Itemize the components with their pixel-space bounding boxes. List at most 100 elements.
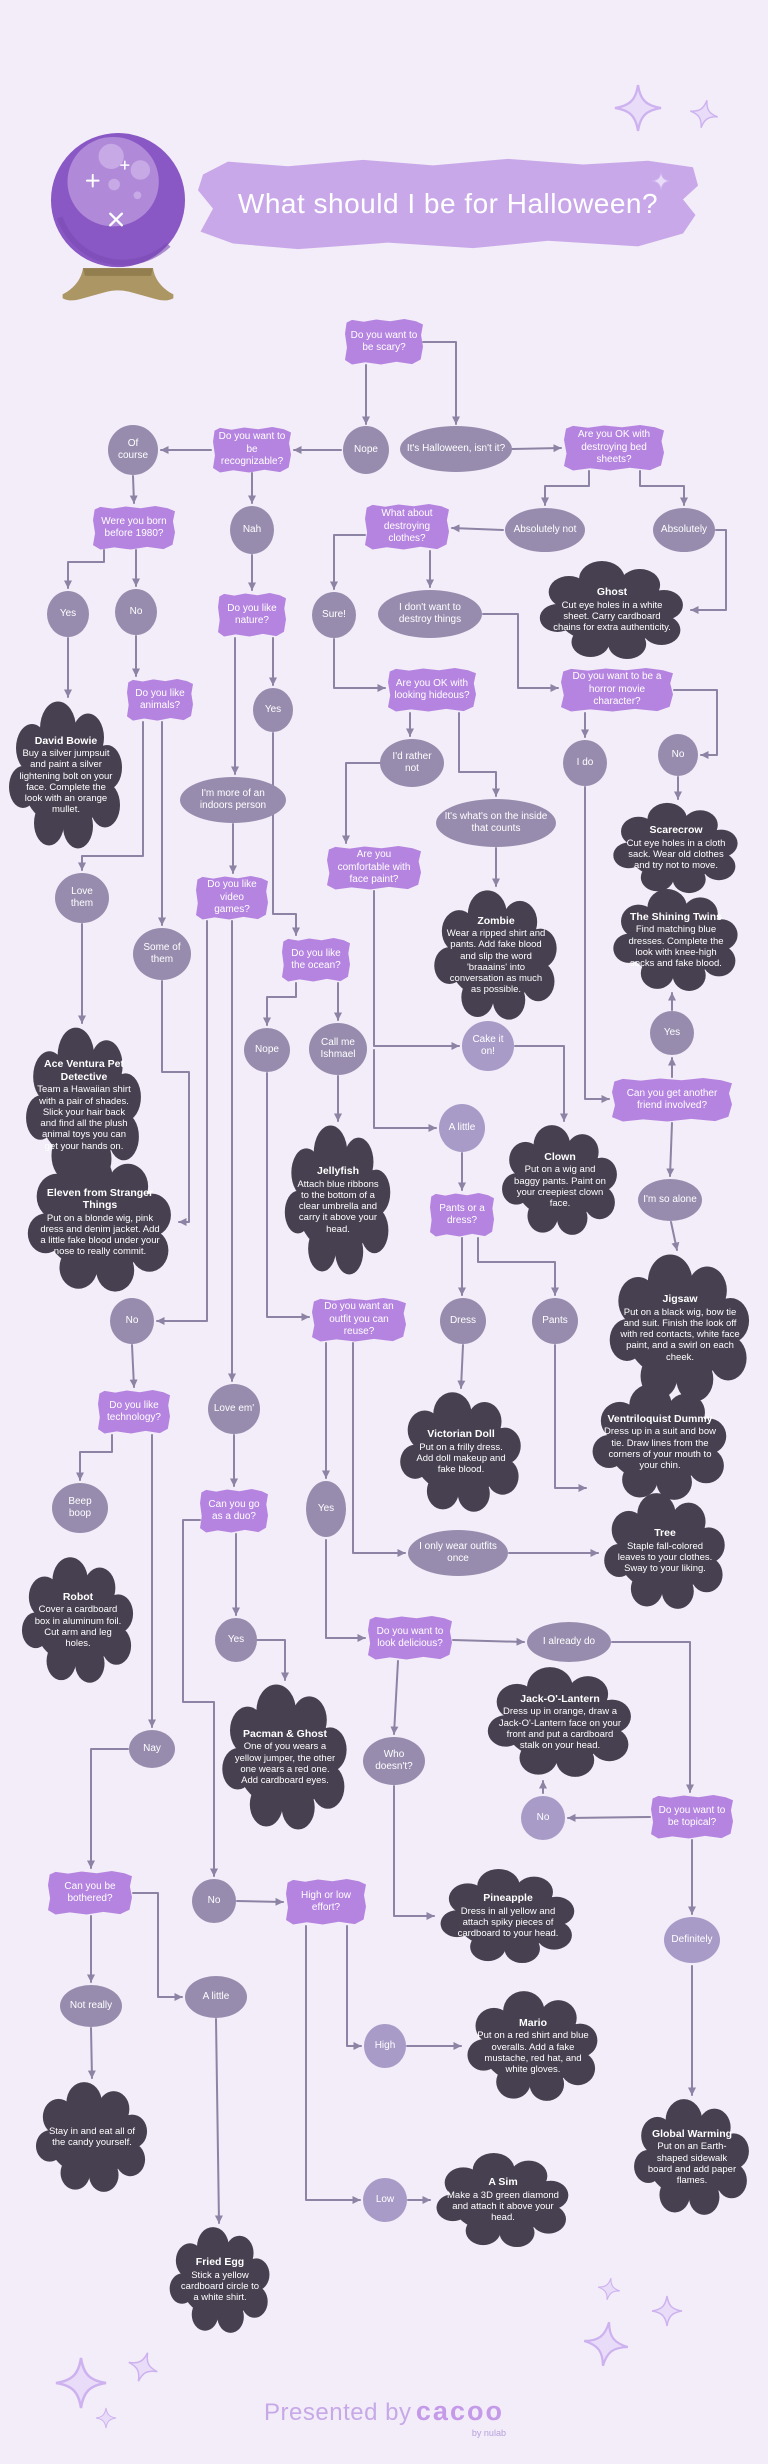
flow-connector bbox=[132, 1892, 183, 2001]
sparkle-icon bbox=[651, 171, 671, 191]
question-born-1980: Were you born before 1980? bbox=[93, 506, 175, 550]
question-hideous: Are you OK with looking hideous? bbox=[388, 668, 476, 712]
flow-connector bbox=[458, 712, 500, 797]
flow-connector bbox=[373, 1049, 437, 1132]
answer-yes-reuse: Yes bbox=[306, 1481, 346, 1537]
question-destroy-clothes: What about destroying clothes? bbox=[365, 504, 449, 550]
answer-of-course: Of course bbox=[108, 425, 158, 475]
question-scary: Do you want to be scary? bbox=[345, 319, 423, 365]
question-animals: Do you like animals? bbox=[127, 679, 193, 721]
flow-connector bbox=[266, 1072, 310, 1321]
question-technology: Do you like technology? bbox=[98, 1390, 170, 1434]
nulab-logo: by nulab bbox=[471, 2428, 506, 2438]
answer-no-topical: No bbox=[521, 1796, 565, 1840]
flow-connector bbox=[584, 786, 610, 1103]
answer-i-do: I do bbox=[563, 740, 607, 786]
answer-a-little-bothered: A little bbox=[185, 1976, 247, 2018]
answer-love-em: Love em' bbox=[208, 1384, 260, 1434]
flow-connector bbox=[263, 982, 297, 1026]
answer-so-alone: I'm so alone bbox=[638, 1179, 702, 1221]
answer-nah: Nah bbox=[230, 506, 274, 554]
flow-connector bbox=[161, 980, 190, 1226]
sparkle-icon bbox=[614, 84, 662, 132]
question-face-paint: Are you comfortable with face paint? bbox=[327, 846, 421, 890]
answer-yes-1980: Yes bbox=[47, 591, 89, 637]
flow-connector bbox=[373, 890, 460, 1050]
sparkle-icon bbox=[690, 100, 718, 128]
question-nature: Do you like nature? bbox=[218, 593, 286, 637]
sparkle-icon bbox=[651, 2295, 683, 2327]
flow-connector bbox=[451, 524, 504, 533]
flow-connector bbox=[272, 732, 300, 936]
answer-yes-nature: Yes bbox=[253, 688, 293, 732]
answer-cake-it-on: Cake it on! bbox=[462, 1021, 514, 1071]
answer-yes-duo: Yes bbox=[215, 1618, 257, 1662]
flow-connector bbox=[129, 1344, 138, 1388]
answer-a-little-paint: A little bbox=[439, 1104, 485, 1152]
crystal-ball-icon bbox=[50, 133, 186, 301]
flow-connector bbox=[639, 470, 688, 506]
sparkle-icon bbox=[55, 2357, 107, 2409]
flow-connector bbox=[214, 2018, 223, 2224]
flow-connector bbox=[64, 549, 105, 589]
question-horror-movie: Do you want to be a horror movie charact… bbox=[561, 668, 673, 712]
question-ocean: Do you like the ocean? bbox=[282, 938, 350, 982]
answer-outfits-once: I only wear outfits once bbox=[408, 1530, 508, 1576]
flow-connector bbox=[511, 444, 562, 453]
flow-connector bbox=[514, 1045, 568, 1122]
answer-indoors-person: I'm more of an indoors person bbox=[180, 777, 286, 823]
flow-connector bbox=[129, 475, 138, 504]
answer-its-halloween: It's Halloween, isn't it? bbox=[400, 426, 512, 472]
answer-some-of-them: Some of them bbox=[133, 928, 191, 980]
flow-connector bbox=[670, 1221, 680, 1251]
answer-call-me-ishmael: Call me Ishmael bbox=[309, 1023, 367, 1075]
answer-high: High bbox=[364, 2024, 406, 2068]
question-topical: Do you want to be topical? bbox=[651, 1795, 733, 1839]
question-video-games: Do you like video games? bbox=[196, 876, 268, 920]
page-title: What should I be for Halloween? bbox=[237, 188, 659, 219]
answer-no-1980: No bbox=[115, 589, 157, 635]
flow-connector bbox=[333, 638, 386, 692]
flow-connector bbox=[390, 1660, 399, 1735]
sparkle-icon bbox=[95, 2407, 117, 2429]
answer-dont-destroy: I don't want to destroy things bbox=[378, 590, 482, 638]
presented-by-text: Presented by bbox=[264, 2399, 412, 2426]
question-effort: High or low effort? bbox=[286, 1879, 366, 1925]
flow-connector bbox=[78, 721, 144, 871]
flow-connector bbox=[325, 1539, 366, 1642]
flow-connector bbox=[330, 534, 366, 590]
flow-connector bbox=[666, 1122, 675, 1177]
question-friend-involved: Can you get another friend involved? bbox=[612, 1078, 732, 1122]
answer-no-duo: No bbox=[192, 1879, 236, 1923]
flow-connector bbox=[452, 1637, 525, 1646]
answer-low: Low bbox=[363, 2178, 407, 2222]
answer-inside-counts: It's what's on the inside that counts bbox=[436, 799, 556, 847]
flow-connector bbox=[567, 1813, 651, 1822]
answer-already-do: I already do bbox=[527, 1622, 611, 1662]
answer-no-video-games: No bbox=[110, 1298, 154, 1344]
flow-connector bbox=[393, 1785, 435, 1920]
answer-pants: Pants bbox=[532, 1298, 578, 1344]
answer-rather-not: I'd rather not bbox=[380, 739, 444, 787]
